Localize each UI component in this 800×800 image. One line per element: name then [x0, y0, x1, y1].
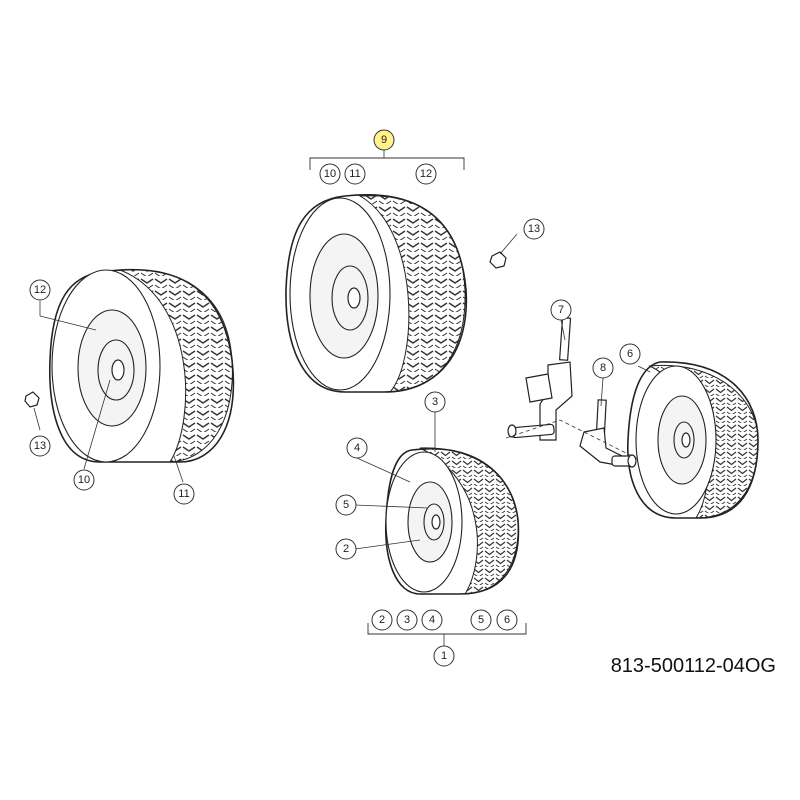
spindle-right	[579, 399, 637, 468]
callout-label: 2	[379, 614, 385, 626]
callout-label: 6	[504, 614, 510, 626]
callout-3[interactable]: 3	[424, 391, 446, 413]
callout-4-group[interactable]: 4	[421, 609, 443, 631]
callout-label: 10	[324, 168, 336, 180]
callout-13-left[interactable]: 13	[29, 435, 51, 457]
callout-10-left[interactable]: 10	[73, 469, 95, 491]
callout-label: 12	[34, 284, 46, 296]
callout-label: 13	[34, 440, 46, 452]
callout-6[interactable]: 6	[619, 343, 641, 365]
callout-11-top[interactable]: 11	[344, 163, 366, 185]
nut-top	[489, 251, 507, 269]
callout-label: 11	[349, 168, 360, 180]
callout-2[interactable]: 2	[335, 538, 357, 560]
spindle-left	[507, 317, 573, 441]
callout-2-group[interactable]: 2	[371, 609, 393, 631]
callout-label: 5	[343, 499, 349, 511]
rear-wheel-top	[285, 194, 468, 393]
callout-label: 8	[600, 362, 606, 374]
callout-9[interactable]: 9	[373, 129, 395, 151]
callout-label: 11	[178, 488, 189, 500]
callout-label: 7	[558, 304, 564, 316]
callout-label: 10	[78, 474, 90, 486]
callout-1[interactable]: 1	[433, 645, 455, 667]
callout-12-left[interactable]: 12	[29, 279, 51, 301]
callout-label: 9	[381, 134, 387, 146]
callout-label: 3	[404, 614, 410, 626]
callout-7[interactable]: 7	[550, 299, 572, 321]
callout-5[interactable]: 5	[335, 494, 357, 516]
callout-11-left[interactable]: 11	[173, 483, 195, 505]
nut-left	[24, 391, 40, 408]
callout-label: 2	[343, 543, 349, 555]
callout-label: 4	[354, 442, 360, 454]
callout-8[interactable]: 8	[592, 357, 614, 379]
callout-5-group[interactable]: 5	[470, 609, 492, 631]
callout-label: 12	[420, 168, 432, 180]
callout-13-top[interactable]: 13	[523, 218, 545, 240]
callout-label: 3	[432, 396, 438, 408]
callout-4[interactable]: 4	[346, 437, 368, 459]
callout-label: 1	[441, 650, 447, 662]
callout-6-group[interactable]: 6	[496, 609, 518, 631]
part-code: 813-500112-04OG	[611, 655, 776, 677]
front-wheel-center	[385, 447, 520, 595]
rear-wheel-left	[48, 268, 235, 463]
callout-12-top[interactable]: 12	[415, 163, 437, 185]
callout-10-top[interactable]: 10	[319, 163, 341, 185]
front-wheel-right	[627, 361, 759, 519]
callout-label: 13	[528, 223, 540, 235]
callout-label: 6	[627, 348, 633, 360]
callout-label: 4	[429, 614, 435, 626]
callout-3-group[interactable]: 3	[396, 609, 418, 631]
callout-label: 5	[478, 614, 484, 626]
